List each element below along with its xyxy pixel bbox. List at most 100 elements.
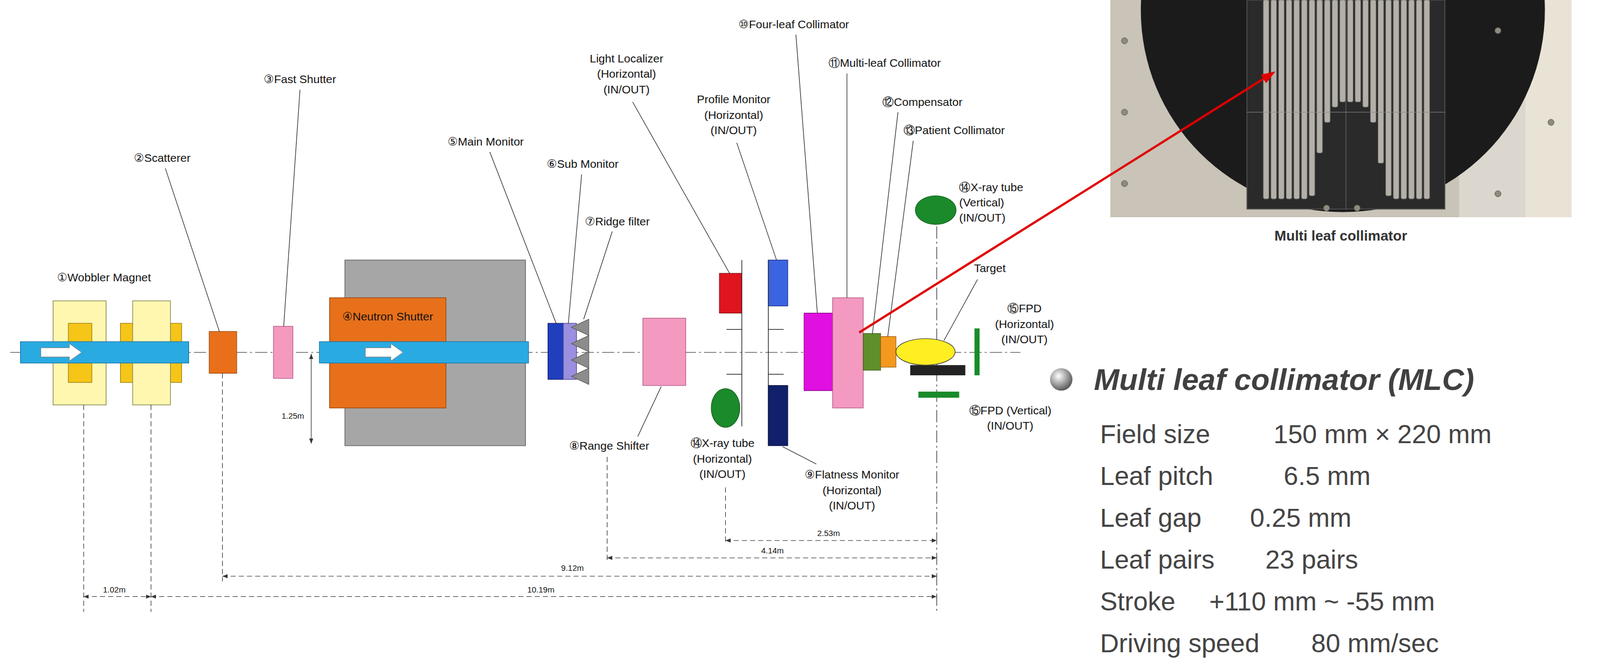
part-label: Target [974,260,1006,276]
part-label: ⑩Four-leaf Collimator [738,16,850,33]
mlc-photo [1294,0,1300,199]
part-label: ⑪Multi-leaf Collimator [828,55,941,71]
part-label: Profile Monitor (Horizontal) (IN/OUT) [692,92,775,139]
neutron-shutter [319,260,529,447]
box-title: ④Neutron Shutter [342,309,434,324]
spec-cell: 6.5 mm [1283,460,1371,493]
mlc-photo [1301,0,1308,199]
spec-cell: Leaf pitch [1100,460,1214,493]
leader-line [872,112,899,334]
leader-line [165,168,220,332]
dimension-label: 9.12m [559,563,586,574]
part-label: ⑭X-ray tube (Horizontal) (IN/OUT) [685,436,759,483]
part-label: ⑧Range Shifter [569,438,650,454]
mlc-photo [1370,0,1376,123]
neutron-shutter [365,343,403,362]
ridge-filter [571,319,589,385]
light-localizer [741,260,743,427]
dimension-line [222,575,937,577]
leader-line [795,34,818,314]
part-label: ⑨Flatness Monitor (Horizontal) (IN/OUT) [801,467,903,514]
mlc-photo [1345,0,1347,210]
neutron-shutter [319,341,529,363]
pointer-arrow [1260,71,1276,84]
mlc-photo [1109,0,1572,218]
mlc-photo [1263,0,1269,199]
target [895,338,956,366]
x-ray-tube [711,388,740,428]
mlc-photo [1285,0,1292,199]
mlc-photo [1140,0,1546,213]
mlc-photo [1354,0,1361,103]
flatness-monitor [768,385,788,447]
spec-cell: 80 mm/sec [1310,628,1439,660]
spec-cell: Stroke [1100,586,1176,618]
dimension-line [83,405,84,613]
dimension-line [222,373,223,582]
dimension-line [83,596,152,598]
mlc-photo [1416,0,1422,199]
part-label: ⑬Patient Collimator [903,122,1006,138]
pointer-arrow [858,71,1276,333]
mlc-photo [1121,27,1554,212]
fpd-horizontal [974,328,980,376]
dimension-label: 4.14m [759,546,786,556]
scatterer [209,331,237,374]
part-label: ⑦Ridge filter [585,213,650,229]
mlc-photo [1121,109,1128,116]
leader-line [637,386,662,437]
mlc-photo [1401,0,1407,199]
part-label: ⑮FPD (Vertical) (IN/OUT) [966,403,1054,435]
multi-leaf-collimator [832,297,864,409]
part-label: ③Fast Shutter [264,71,337,87]
spec-cell: Field size [1100,418,1211,451]
photo-panel: Multi leaf collimator [1109,0,1572,248]
light-localizer [719,273,742,313]
mlc-photo [1339,0,1346,103]
mlc-photo [1547,119,1554,126]
beam-pipe [40,343,82,362]
dimension-line [150,405,152,613]
light-localizer [726,329,742,330]
mlc-photo [1353,204,1360,211]
mlc-photo [1362,0,1369,108]
mlc-photo [1385,0,1392,197]
part-label: Light Localizer (Horizontal) (IN/OUT) [585,51,668,98]
mlc-photo [1423,0,1430,199]
part-label: ⑭X-ray tube (Vertical) (IN/OUT) [958,179,1033,227]
mlc-photo [1121,37,1128,44]
spec-heading: Multi leaf collimator (MLC) [1093,361,1474,398]
mlc-photo [1316,0,1323,154]
couch [910,365,965,376]
mlc-photo [1495,190,1502,197]
part-label: ⑫Compensator [882,94,963,110]
x-ray-tube [915,196,957,225]
spec-cell: 23 pairs [1265,544,1359,576]
mlc-photo [1332,0,1338,108]
patient-collimator [880,336,896,368]
profile-monitor [768,374,784,375]
mlc-photo [1377,0,1384,163]
leader-line [736,142,777,261]
mlc-photo [1347,0,1353,103]
mlc-photo [1263,0,1430,199]
mlc-photo [1323,204,1330,211]
leader-line [283,89,300,327]
leader-line [583,231,613,319]
dimension-label: 2.53m [815,528,842,539]
dimension-line [151,596,937,598]
part-label: ①Wobbler Magnet [57,270,152,286]
range-shifter [642,318,686,386]
spec-cell: Leaf pairs [1100,544,1215,576]
beam-pipe [20,341,190,363]
spec-cell: Leaf gap [1100,502,1202,535]
dimension-label: 1.02m [101,585,128,595]
leader-line [165,34,978,465]
bullet [1050,368,1073,391]
leader-line [490,152,557,324]
compensator [863,333,881,371]
leader-line [568,174,582,324]
